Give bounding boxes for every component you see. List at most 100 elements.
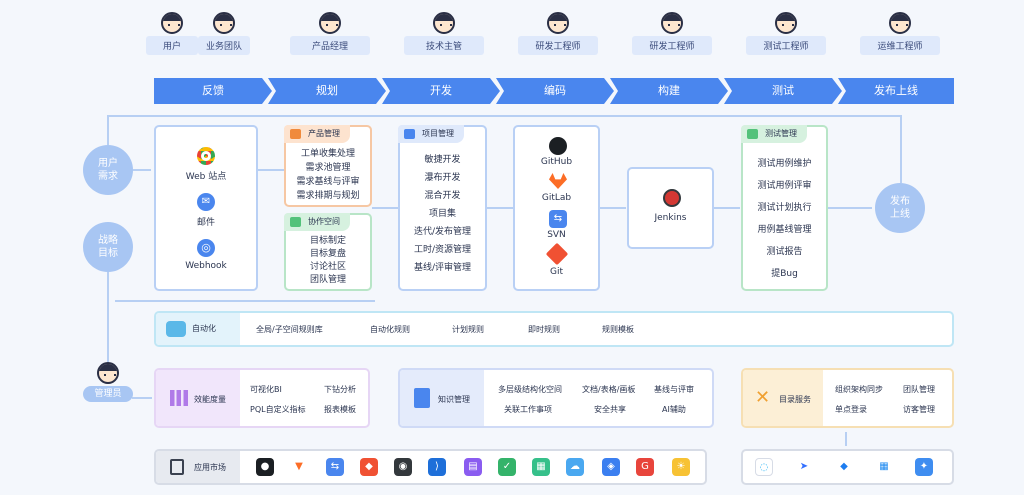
list-item: 迭代/发布管理 <box>413 227 472 237</box>
automation-item: 规则模板 <box>602 325 634 334</box>
svn-label: SVN <box>547 230 566 240</box>
test-management-list: 测试用例维护 测试用例评审 测试计划执行 用例基线管理 测试报告 提Bug <box>743 153 826 285</box>
admin-to-metrics <box>132 397 152 399</box>
github-label: GitHub <box>540 157 573 167</box>
project-management-list: 敏捷开发 瀑布开发 混合开发 项目集 迭代/发布管理 工时/资源管理 基线/评审… <box>400 151 485 277</box>
product-management-card: 产品管理 工单收集处理 需求池管理 需求基线与评审 需求排期与规划 <box>284 125 372 207</box>
checklist-icon <box>404 129 415 139</box>
directory-item: 单点登录 <box>835 405 867 414</box>
loop-line-left <box>107 115 109 145</box>
g-app-icon[interactable]: G <box>636 458 654 476</box>
list-item: 讨论社区 <box>309 262 346 272</box>
chat-app-icon[interactable]: ◌ <box>755 458 773 476</box>
code-repo-card: GitHub GitLab ⇆ SVN Git <box>513 125 600 291</box>
role-product-manager: 产品经理 <box>290 12 370 55</box>
product-management-header: 产品管理 <box>284 125 350 143</box>
collaboration-list: 目标制定 目标复盘 讨论社区 团队管理 <box>286 235 370 287</box>
sheet-app-icon[interactable]: ▦ <box>532 458 550 476</box>
test-management-title: 测试管理 <box>765 129 797 138</box>
automation-item: 自动化规则 <box>370 325 410 334</box>
list-item: 瀑布开发 <box>424 173 461 183</box>
admin-node: 管理员 <box>83 360 133 414</box>
vscode-app-icon[interactable]: ⟩ <box>428 458 446 476</box>
list-item: 测试用例评审 <box>757 181 812 191</box>
collaboration-card: 协作空间 目标制定 目标复盘 讨论社区 团队管理 <box>284 213 372 291</box>
loop-line-right <box>900 115 902 183</box>
dingtalk-app-icon[interactable]: ◆ <box>835 458 853 476</box>
role-label: 技术主管 <box>404 36 484 55</box>
knowledge-card: 知识管理 多层级结构化空间 文档/表格/画板 基线与评审 关联工作事项 安全共享… <box>398 368 714 428</box>
gitlab-app-icon[interactable]: ▼ <box>290 458 308 476</box>
list-item: 测试计划执行 <box>757 203 812 213</box>
knowledge-item: 基线与评审 <box>654 385 694 394</box>
tools-icon: ✕ <box>755 387 771 408</box>
bird-app-icon[interactable]: ✦ <box>915 458 933 476</box>
cloud-app-icon[interactable]: ☁ <box>566 458 584 476</box>
test-management-header: 测试管理 <box>741 125 807 143</box>
github-app-icon[interactable]: ● <box>256 458 274 476</box>
list-item: 团队管理 <box>309 275 346 285</box>
bar-chart-icon <box>170 390 188 406</box>
automation-item: 计划规则 <box>452 325 484 334</box>
bulb-app-icon[interactable]: ☀ <box>672 458 690 476</box>
automation-item: 全局/子空间规则库 <box>256 325 323 334</box>
business-team-avatar-icon <box>213 12 235 34</box>
strategy-node: 战略目标 <box>83 222 133 272</box>
list-item: 混合开发 <box>424 191 461 201</box>
test-icon <box>747 129 758 139</box>
stage-planning: 规划 <box>268 78 386 104</box>
list-item: 工时/资源管理 <box>413 245 472 255</box>
book-icon <box>414 388 430 408</box>
directory-to-sso <box>845 432 847 446</box>
webhook-icon: ◎ <box>197 239 215 257</box>
metrics-item: 下钻分析 <box>324 385 356 394</box>
collaboration-header: 协作空间 <box>284 213 350 231</box>
list-item: 测试用例维护 <box>757 159 812 169</box>
feishu-app-icon[interactable]: ➤ <box>795 458 813 476</box>
role-label: 测试工程师 <box>746 36 826 55</box>
project-management-header: 项目管理 <box>398 125 464 143</box>
git-label: Git <box>549 267 563 277</box>
git-icon <box>545 242 569 266</box>
stage-test: 测试 <box>724 78 842 104</box>
jenkins-label: Jenkins <box>654 213 687 223</box>
product-management-title: 产品管理 <box>308 129 340 138</box>
diamond-app-icon[interactable]: ◈ <box>602 458 620 476</box>
list-item: 项目集 <box>428 209 456 219</box>
list-item: 用例基线管理 <box>757 225 812 235</box>
list-item: 目标制定 <box>309 236 346 246</box>
role-label: 研发工程师 <box>632 36 712 55</box>
admin-avatar-icon <box>97 362 119 384</box>
role-label: 用户 <box>146 36 198 55</box>
automation-header: 自动化 <box>156 313 240 345</box>
svn-app-icon[interactable]: ⇆ <box>326 458 344 476</box>
loop-line-top <box>107 115 901 117</box>
knowledge-item: AI辅助 <box>662 405 686 414</box>
git-app-icon[interactable]: ◆ <box>360 458 378 476</box>
role-label: 研发工程师 <box>518 36 598 55</box>
directory-item: 组织架构同步 <box>835 385 883 394</box>
knowledge-header: 知识管理 <box>400 370 484 426</box>
feedback-to-product <box>258 169 284 171</box>
user-avatar-icon <box>161 12 183 34</box>
list-item: 需求排期与规划 <box>296 191 360 201</box>
knowledge-item: 多层级结构化空间 <box>498 385 562 394</box>
robot-icon <box>166 321 186 337</box>
handshake-icon <box>290 217 301 227</box>
stage-coding: 编码 <box>496 78 614 104</box>
metrics-header: 效能度量 <box>156 370 240 426</box>
tester-avatar-icon <box>775 12 797 34</box>
check-app-icon[interactable]: ✓ <box>498 458 516 476</box>
app-market-title: 应用市场 <box>194 463 226 472</box>
directory-item: 团队管理 <box>903 385 935 394</box>
strategy-bottom-line <box>115 300 375 302</box>
stage-develop: 开发 <box>382 78 500 104</box>
windows-app-icon[interactable]: ▦ <box>875 458 893 476</box>
code-to-build <box>600 207 626 209</box>
jenkins-app-icon[interactable]: ◉ <box>394 458 412 476</box>
role-developer-1: 研发工程师 <box>518 12 598 55</box>
forms-app-icon[interactable]: ▤ <box>464 458 482 476</box>
tech-lead-avatar-icon <box>433 12 455 34</box>
directory-card: ✕ 目录服务 组织架构同步 团队管理 单点登录 访客管理 <box>741 368 954 428</box>
stage-build: 构建 <box>610 78 728 104</box>
